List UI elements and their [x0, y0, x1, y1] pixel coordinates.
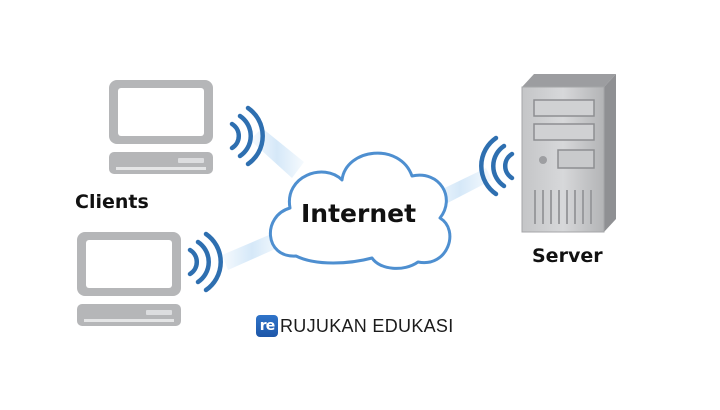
brand-text: RUJUKAN EDUKASI [280, 315, 454, 336]
client-computer-icon [109, 80, 213, 174]
brand-badge: re [256, 315, 278, 337]
server-tower-icon [521, 74, 616, 233]
clients-label: Clients [75, 191, 149, 213]
cloud-icon [268, 151, 452, 270]
client-computer-icon [77, 232, 181, 326]
wifi-signal-icon [187, 231, 223, 293]
server-label: Server [532, 245, 603, 267]
internet-label: Internet [301, 199, 417, 228]
wifi-signal-icon [479, 135, 515, 197]
beam-client-bottom [222, 232, 282, 270]
wifi-signal-icon [229, 105, 265, 167]
brand-logo: re RUJUKAN EDUKASI [256, 315, 454, 337]
